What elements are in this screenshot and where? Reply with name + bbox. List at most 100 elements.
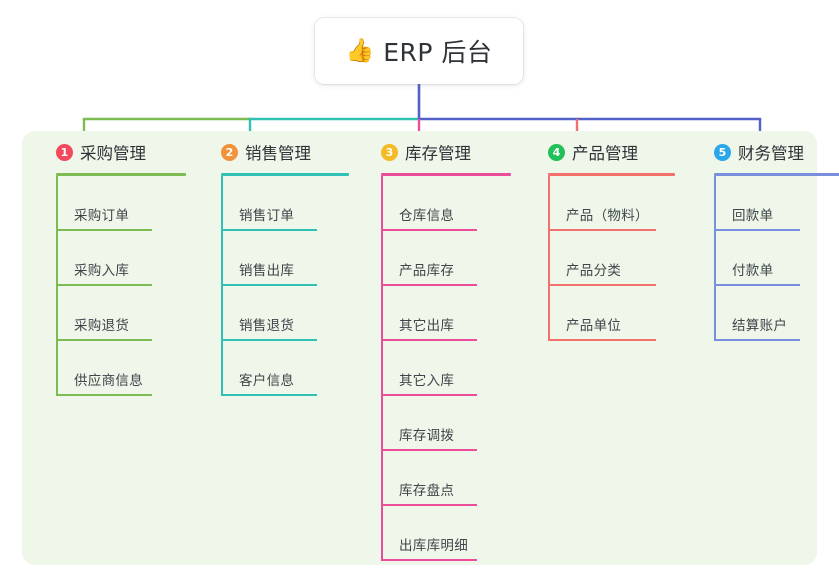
module-item-rule: [548, 339, 656, 341]
module-item[interactable]: 产品分类: [548, 231, 694, 286]
module-item-rule: [381, 284, 477, 286]
module-badge-5: 5: [714, 143, 731, 161]
module-header-1[interactable]: 1 采购管理: [42, 131, 192, 173]
module-item-label: 采购订单: [74, 208, 130, 224]
module-column-3: 3 库存管理仓库信息产品库存其它出库其它入库库存调拨库存盘点出库库明细: [367, 131, 532, 561]
module-item[interactable]: 采购订单: [56, 176, 192, 231]
module-header-rule-2: [221, 173, 349, 176]
module-column-4: 4 产品管理产品（物料） 产品分类产品单位: [534, 131, 694, 341]
module-item[interactable]: 结算账户: [714, 286, 839, 341]
module-item[interactable]: 采购退货: [56, 286, 192, 341]
module-item-rule: [381, 559, 477, 561]
module-items-1: 采购订单采购入库采购退货供应商信息: [56, 176, 192, 396]
module-header-rule-3: [381, 173, 511, 176]
module-item-label: 销售退货: [239, 318, 295, 334]
module-item-rule: [714, 284, 800, 286]
module-badge-3: 3: [381, 143, 398, 161]
module-item-label: 库存调拨: [399, 428, 455, 444]
module-item-label: 库存盘点: [399, 483, 455, 499]
module-column-5: 5 财务管理回款单付款单结算账户: [700, 131, 839, 341]
module-spine-3: [381, 176, 383, 561]
module-item-rule: [714, 339, 800, 341]
module-item-label: 出库库明细: [399, 538, 468, 554]
module-item-label: 产品单位: [566, 318, 622, 334]
module-item[interactable]: 回款单: [714, 176, 839, 231]
module-item-rule: [56, 394, 152, 396]
module-item[interactable]: 仓库信息: [381, 176, 532, 231]
module-item[interactable]: 产品库存: [381, 231, 532, 286]
module-item-rule: [714, 229, 800, 231]
module-item[interactable]: 其它出库: [381, 286, 532, 341]
module-item[interactable]: 销售退货: [221, 286, 357, 341]
module-header-4[interactable]: 4 产品管理: [534, 131, 694, 173]
modules-panel: [22, 131, 817, 565]
module-item-label: 结算账户: [732, 318, 788, 334]
module-item-label: 产品（物料）: [566, 208, 649, 224]
module-header-3[interactable]: 3 库存管理: [367, 131, 532, 173]
module-item-rule: [548, 229, 656, 231]
module-item[interactable]: 付款单: [714, 231, 839, 286]
module-title-3: 库存管理: [405, 144, 471, 163]
module-item-label: 销售订单: [239, 208, 295, 224]
module-title-1: 采购管理: [80, 144, 146, 163]
module-item-label: 产品库存: [399, 263, 455, 279]
module-item-label: 客户信息: [239, 373, 295, 389]
module-items-2: 销售订单销售出库销售退货客户信息: [221, 176, 357, 396]
module-item-label: 付款单: [732, 263, 774, 279]
module-title-5: 财务管理: [738, 144, 804, 163]
module-item-label: 采购退货: [74, 318, 130, 334]
module-header-5[interactable]: 5 财务管理: [700, 131, 839, 173]
module-item-rule: [381, 339, 477, 341]
module-spine-5: [714, 176, 716, 341]
module-items-5: 回款单付款单结算账户: [714, 176, 839, 341]
module-item-label: 供应商信息: [74, 373, 143, 389]
module-item-rule: [381, 394, 477, 396]
module-item[interactable]: 产品单位: [548, 286, 694, 341]
module-item-rule: [221, 229, 317, 231]
module-badge-2: 2: [221, 143, 238, 161]
module-item[interactable]: 其它入库: [381, 341, 532, 396]
module-item-rule: [56, 229, 152, 231]
module-badge-4: 4: [548, 143, 565, 161]
module-spine-2: [221, 176, 223, 396]
module-column-1: 1 采购管理采购订单采购入库采购退货供应商信息: [42, 131, 192, 396]
module-item[interactable]: 供应商信息: [56, 341, 192, 396]
module-item-rule: [221, 284, 317, 286]
module-header-rule-5: [714, 173, 839, 176]
module-item[interactable]: 出库库明细: [381, 506, 532, 561]
module-item[interactable]: 库存盘点: [381, 451, 532, 506]
module-item[interactable]: 产品（物料）: [548, 176, 694, 231]
module-item[interactable]: 客户信息: [221, 341, 357, 396]
module-item-label: 其它入库: [399, 373, 455, 389]
module-title-4: 产品管理: [572, 144, 638, 163]
module-item-label: 仓库信息: [399, 208, 455, 224]
root-node-label: ERP 后台: [383, 38, 493, 67]
module-badge-1: 1: [56, 143, 73, 161]
root-node-content: 👍 ERP 后台: [346, 33, 493, 69]
module-item-rule: [221, 339, 317, 341]
module-item[interactable]: 库存调拨: [381, 396, 532, 451]
module-item[interactable]: 销售订单: [221, 176, 357, 231]
module-item-rule: [381, 229, 477, 231]
module-item-rule: [56, 339, 152, 341]
module-item[interactable]: 销售出库: [221, 231, 357, 286]
module-item-label: 销售出库: [239, 263, 295, 279]
module-item[interactable]: 采购入库: [56, 231, 192, 286]
module-items-3: 仓库信息产品库存其它出库其它入库库存调拨库存盘点出库库明细: [381, 176, 532, 561]
module-item-rule: [56, 284, 152, 286]
module-item-label: 产品分类: [566, 263, 622, 279]
module-item-label: 其它出库: [399, 318, 455, 334]
module-item-rule: [381, 504, 477, 506]
module-item-label: 回款单: [732, 208, 774, 224]
module-header-rule-1: [56, 173, 186, 176]
root-node-erp-backend[interactable]: 👍 ERP 后台: [315, 18, 523, 84]
module-header-rule-4: [548, 173, 675, 176]
module-item-rule: [548, 284, 656, 286]
module-spine-1: [56, 176, 58, 396]
module-item-rule: [381, 449, 477, 451]
module-item-rule: [221, 394, 317, 396]
